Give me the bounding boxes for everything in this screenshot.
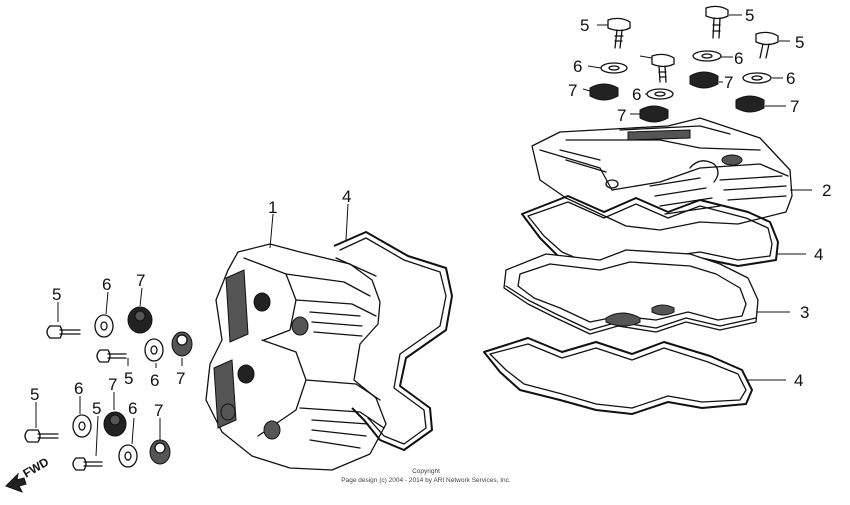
bolt-5-left-d bbox=[72, 457, 103, 471]
grommet-7-left-b bbox=[171, 331, 193, 357]
callout-6: 6 bbox=[74, 379, 83, 398]
callout-4: 4 bbox=[814, 245, 823, 264]
callout-5: 5 bbox=[30, 385, 39, 404]
washer-6-left-b bbox=[144, 338, 164, 362]
grommet-7-left-c bbox=[103, 411, 127, 437]
bolt-5-left-b bbox=[96, 349, 127, 363]
callout-7: 7 bbox=[176, 369, 185, 388]
callout-6: 6 bbox=[632, 85, 641, 104]
callout-7: 7 bbox=[154, 401, 163, 420]
callout-6: 6 bbox=[128, 399, 137, 418]
callout-5: 5 bbox=[124, 369, 133, 388]
seal-3 bbox=[503, 249, 759, 335]
callout-7: 7 bbox=[617, 106, 626, 125]
bolt-5-left-c bbox=[24, 429, 59, 443]
copyright-notice: Copyright Page design (c) 2004 - 2014 by… bbox=[341, 468, 511, 484]
leader-lines-right bbox=[748, 189, 812, 381]
cylinder-head-cover-1 bbox=[205, 243, 387, 471]
bolt-5-top-d bbox=[651, 53, 675, 83]
callout-5: 5 bbox=[745, 6, 754, 25]
callout-5: 5 bbox=[795, 33, 804, 52]
callout-6: 6 bbox=[734, 49, 743, 68]
forward-direction-arrow: FWD bbox=[5, 455, 52, 493]
washer-6-top bbox=[600, 50, 772, 100]
callout-5: 5 bbox=[92, 399, 101, 418]
callout-6: 6 bbox=[786, 69, 795, 88]
callout-1: 1 bbox=[268, 198, 277, 217]
callout-6: 6 bbox=[150, 371, 159, 390]
callout-2: 2 bbox=[822, 181, 831, 200]
callout-4: 4 bbox=[342, 187, 351, 206]
bolt-5-top-c bbox=[755, 31, 779, 59]
washer-6-left-a bbox=[94, 314, 114, 338]
bolt-5-left-a bbox=[46, 325, 81, 339]
grommet-7-left-d bbox=[149, 439, 171, 465]
callout-5: 5 bbox=[52, 285, 61, 304]
callout-5: 5 bbox=[580, 16, 589, 35]
callout-3: 3 bbox=[800, 303, 809, 322]
callout-7: 7 bbox=[136, 271, 145, 290]
cylinder-head-cover-2 bbox=[531, 117, 793, 231]
copyright-title: Copyright bbox=[412, 468, 440, 475]
callout-7: 7 bbox=[724, 73, 733, 92]
grommet-7-top bbox=[589, 71, 765, 123]
leader-lines-center bbox=[269, 203, 349, 249]
gasket-4-left bbox=[333, 231, 453, 451]
grommet-7-left-a bbox=[127, 306, 153, 334]
callout-7: 7 bbox=[790, 97, 799, 116]
washer-6-left-d bbox=[118, 444, 138, 468]
leader-lines-left bbox=[35, 287, 183, 457]
callout-7: 7 bbox=[108, 375, 117, 394]
washer-6-left-c bbox=[72, 414, 92, 438]
copyright-text: Page design (c) 2004 - 2014 by ARI Netwo… bbox=[341, 477, 511, 484]
leader-lines-top bbox=[582, 14, 790, 115]
callout-6: 6 bbox=[573, 57, 582, 76]
fwd-label: FWD bbox=[21, 455, 52, 481]
bolt-5-top-a bbox=[607, 17, 631, 49]
bolt-5-top-b bbox=[705, 5, 729, 39]
callout-4: 4 bbox=[794, 371, 803, 390]
callout-7: 7 bbox=[568, 81, 577, 100]
callout-6: 6 bbox=[102, 275, 111, 294]
callout-numbers: 5 5 5 6 6 6 6 7 7 7 7 2 4 3 4 1 4 5 6 7 … bbox=[30, 6, 831, 420]
gasket-4-lower bbox=[483, 337, 753, 415]
